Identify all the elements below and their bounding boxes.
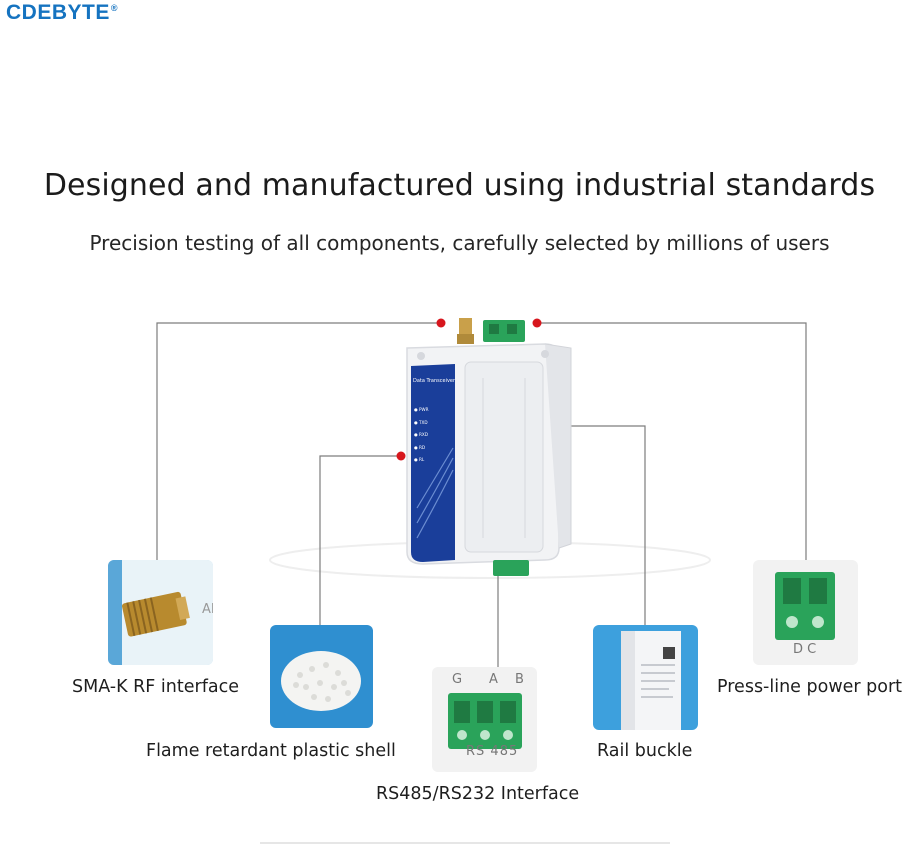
brand-logo: CDEBYTE® (6, 1, 118, 25)
front-panel (411, 364, 455, 562)
rail-buckle-icon (621, 631, 681, 730)
terminal-label-g: G (452, 672, 463, 687)
pellets-icon (281, 651, 361, 711)
label-sma-k: SMA-K RF interface (72, 677, 239, 697)
dot-power (532, 318, 542, 328)
dc-terminal-icon (775, 572, 835, 640)
page-title: Designed and manufactured using industri… (43, 168, 876, 203)
label-rail-buckle: Rail buckle (597, 741, 693, 761)
sma-connector-icon (108, 560, 213, 665)
terminal-label-b: B (515, 672, 524, 687)
photo-text-an: AN (202, 602, 213, 617)
line-power (537, 322, 807, 560)
photo-dc-terminal: D C (753, 560, 858, 665)
dot-shell (396, 451, 406, 461)
line-sma (156, 322, 441, 560)
led-txd: ● TXD (414, 419, 428, 425)
led-list: ● PWR ● TXD ● RXD ● RD ● RL (414, 404, 429, 467)
photo-text-dc: D C (793, 642, 817, 657)
photo-text-rs485: RS 485 (466, 744, 519, 759)
led-rl: ● RL (414, 457, 425, 462)
sma-connector (459, 318, 472, 336)
photo-sma-connector: AN (108, 560, 213, 665)
photo-rs485-terminal: G A B RS 485 (432, 667, 537, 772)
line-shell (319, 455, 401, 625)
terminal-label-a: A (489, 672, 498, 687)
panel-title: Data Transceiver (413, 378, 456, 384)
label-power-port: Press-line power port (717, 677, 903, 697)
registered-mark: ® (110, 3, 118, 13)
dot-sma (436, 318, 446, 328)
label-flame-retardant: Flame retardant plastic shell (146, 741, 396, 761)
photo-rail-buckle (593, 625, 698, 730)
brand-name: CDEBYTE (6, 1, 110, 24)
led-rd: ● RD (414, 444, 426, 450)
device-image (406, 318, 572, 576)
led-pwr: ● PWR (414, 407, 429, 412)
led-rxd: ● RXD (414, 432, 429, 437)
housing-side (544, 343, 572, 549)
photo-plastic-pellets (270, 625, 373, 728)
page-subtitle: Precision testing of all components, car… (89, 231, 830, 255)
terminal-block-icon (448, 693, 522, 749)
line-rail (566, 425, 646, 625)
bottom-terminal (493, 560, 529, 576)
label-rs485-rs232: RS485/RS232 Interface (376, 784, 580, 804)
